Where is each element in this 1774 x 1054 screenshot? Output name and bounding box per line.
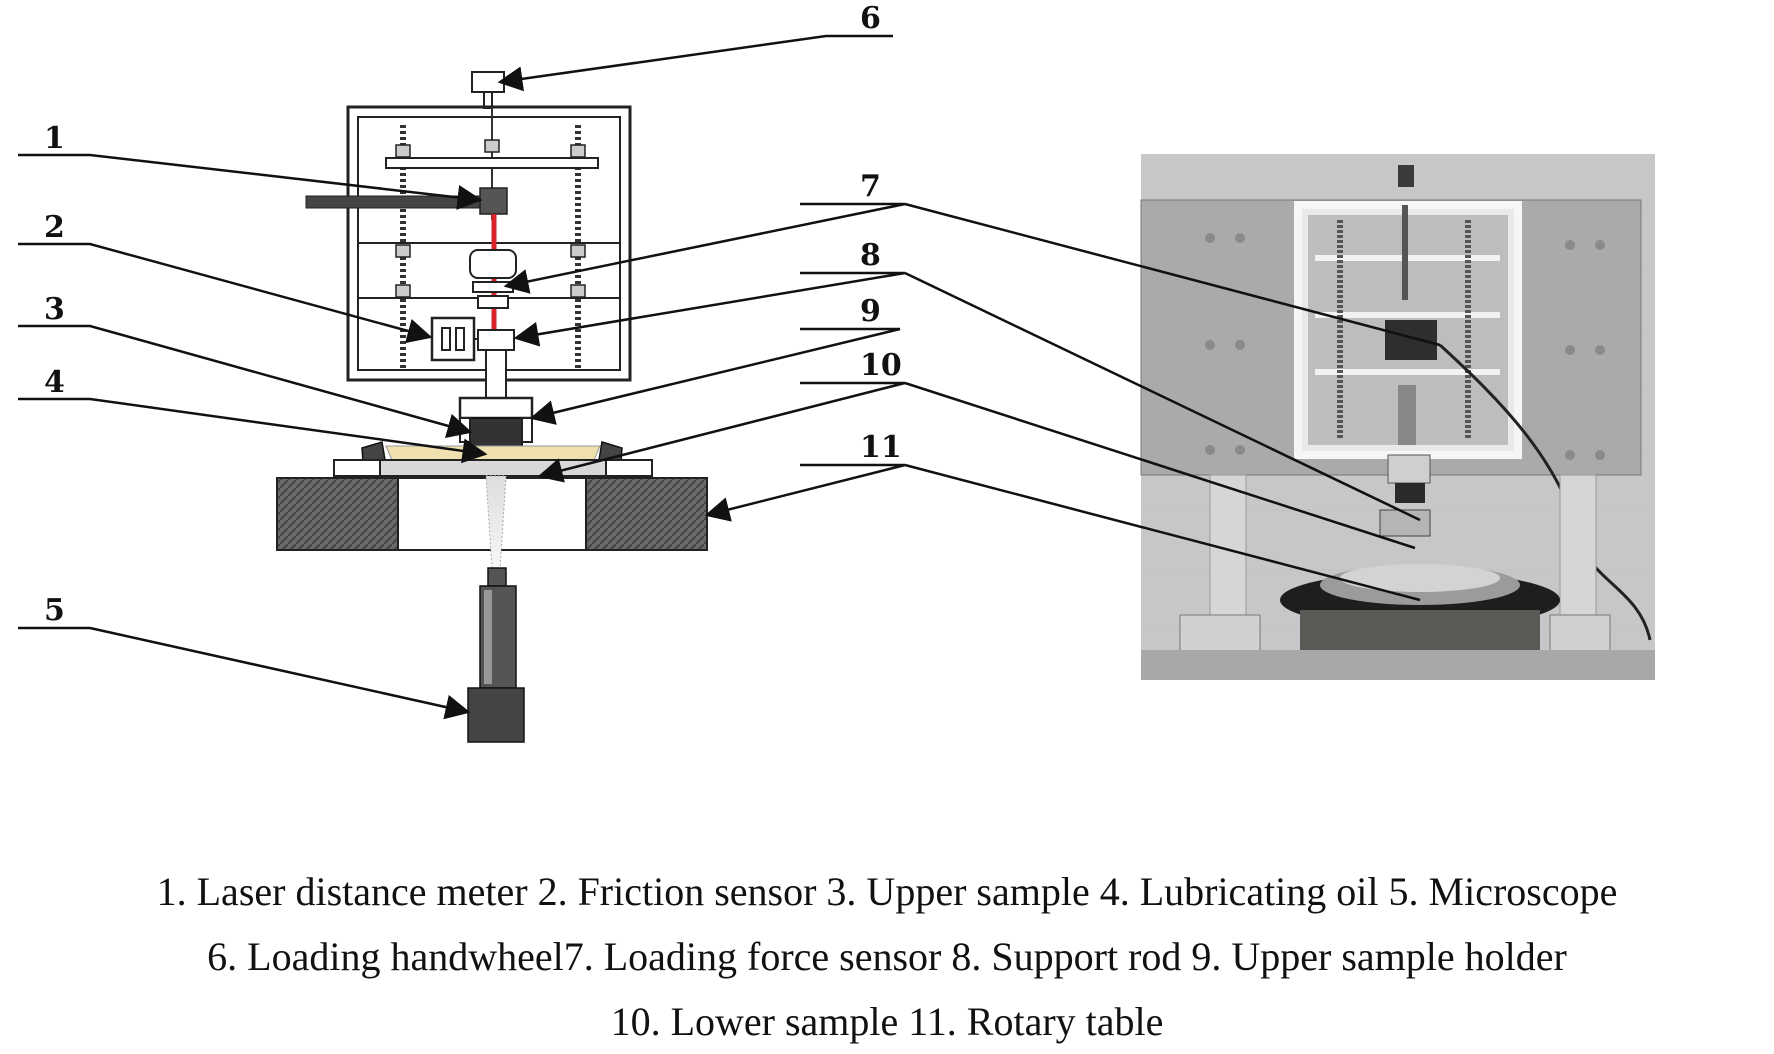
loading-handwheel — [471, 71, 505, 109]
label-1: 1 — [44, 121, 65, 156]
label-5: 5 — [44, 593, 65, 628]
upper-sample — [469, 417, 523, 449]
lubricating-oil — [385, 445, 601, 461]
label-10: 10 — [860, 348, 902, 383]
caption-line-2: 6. Loading handwheel7. Loading force sen… — [207, 934, 1567, 979]
label-11: 11 — [860, 430, 902, 465]
caption-line-1: 1. Laser distance meter 2. Friction sens… — [156, 869, 1618, 914]
apparatus-photo — [1140, 154, 1655, 680]
label-6: 6 — [860, 1, 881, 36]
label-3: 3 — [44, 292, 65, 327]
label-4: 4 — [44, 365, 65, 400]
schematic — [276, 71, 708, 743]
label-9: 9 — [860, 294, 881, 329]
leader-lines — [18, 34, 1441, 720]
friction-sensor — [430, 316, 480, 362]
support-rod — [477, 329, 515, 399]
microscope — [467, 567, 525, 743]
label-2: 2 — [44, 210, 65, 245]
label-7: 7 — [860, 169, 881, 204]
part-labels: 6 1 2 3 4 5 7 8 9 10 11 — [44, 1, 902, 628]
label-8: 8 — [860, 238, 881, 273]
caption-line-3: 10. Lower sample 11. Rotary table — [610, 999, 1164, 1044]
optical-path — [485, 475, 507, 569]
loading-force-sensor — [469, 249, 517, 309]
upper-sample-holder — [458, 396, 534, 420]
